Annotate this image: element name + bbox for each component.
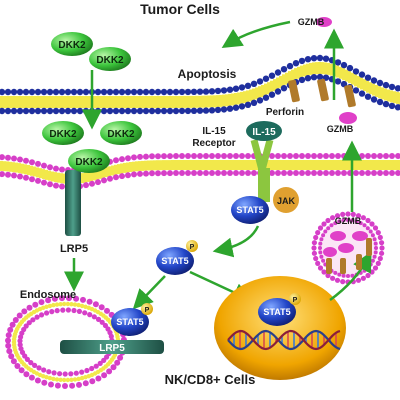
svg-text:IL-15: IL-15 [252, 127, 276, 138]
stat5-endosome-arrow [132, 275, 166, 310]
svg-text:P: P [293, 297, 298, 304]
jak-kinase: JAK [273, 187, 299, 213]
il15-receptor-label-line2: Receptor [192, 138, 235, 149]
svg-text:DKK2: DKK2 [58, 40, 86, 51]
svg-text:STAT5: STAT5 [236, 205, 263, 215]
nk-cell-membrane [0, 153, 400, 190]
il15-cytokine: IL-15 [246, 121, 282, 141]
gzmb-granzyme: GZMB [327, 112, 357, 134]
granule-contents: GZMB [323, 216, 372, 274]
svg-text:GZMB: GZMB [298, 17, 325, 27]
svg-text:P: P [190, 244, 195, 251]
dkk2-bound-molecule: DKK2 [68, 149, 110, 173]
svg-text:JAK: JAK [277, 196, 296, 206]
perforin-pore [288, 78, 356, 108]
svg-text:STAT5: STAT5 [263, 307, 290, 317]
dkk2-molecule: DKK2 [42, 121, 84, 145]
perforin-label: Perforin [266, 107, 304, 118]
endosome-vesicle [5, 295, 127, 389]
svg-text:GZMB: GZMB [327, 124, 354, 134]
svg-text:GZMB: GZMB [335, 216, 362, 226]
apoptosis-label: Apoptosis [178, 67, 237, 81]
svg-text:STAT5: STAT5 [116, 317, 143, 327]
tumor-cell-membrane [0, 54, 400, 115]
il15-receptor [250, 139, 274, 202]
lrp5-label: LRP5 [60, 243, 88, 255]
svg-text:DKK2: DKK2 [49, 129, 77, 140]
dna-helix [227, 329, 341, 351]
svg-text:STAT5: STAT5 [161, 256, 188, 266]
stat5-phosphorylated: STAT5 P [156, 240, 198, 275]
stat5-receptor-bound: STAT5 [231, 196, 269, 224]
gzmb-expression-arrow [329, 251, 372, 302]
svg-text:DKK2: DKK2 [107, 129, 135, 140]
nucleus [214, 276, 346, 380]
lrp5-endosomal: LRP5 [60, 340, 164, 354]
nk-cd8-cells-label: NK/CD8+ Cells [165, 372, 256, 387]
dkk2-molecule: DKK2 [51, 32, 93, 56]
stat5-endosome: STAT5 P [111, 303, 153, 336]
gzmb-granzyme: GZMB [298, 17, 332, 27]
stat5-activation-arrow [212, 225, 260, 258]
svg-text:P: P [145, 307, 150, 314]
svg-text:LRP5: LRP5 [99, 343, 125, 354]
il15-receptor-label-line1: IL-15 [202, 126, 226, 137]
tumor-cells-label: Tumor Cells [140, 1, 220, 17]
lrp5-receptor [65, 170, 81, 236]
dkk2-molecule: DKK2 [89, 47, 131, 71]
apoptosis-arrow [221, 20, 291, 49]
stat5-nuclear: STAT5 P [258, 293, 301, 326]
svg-text:DKK2: DKK2 [75, 157, 103, 168]
dkk2-molecule: DKK2 [100, 121, 142, 145]
svg-text:DKK2: DKK2 [96, 55, 124, 66]
endosome-label: Endosome [20, 289, 76, 301]
